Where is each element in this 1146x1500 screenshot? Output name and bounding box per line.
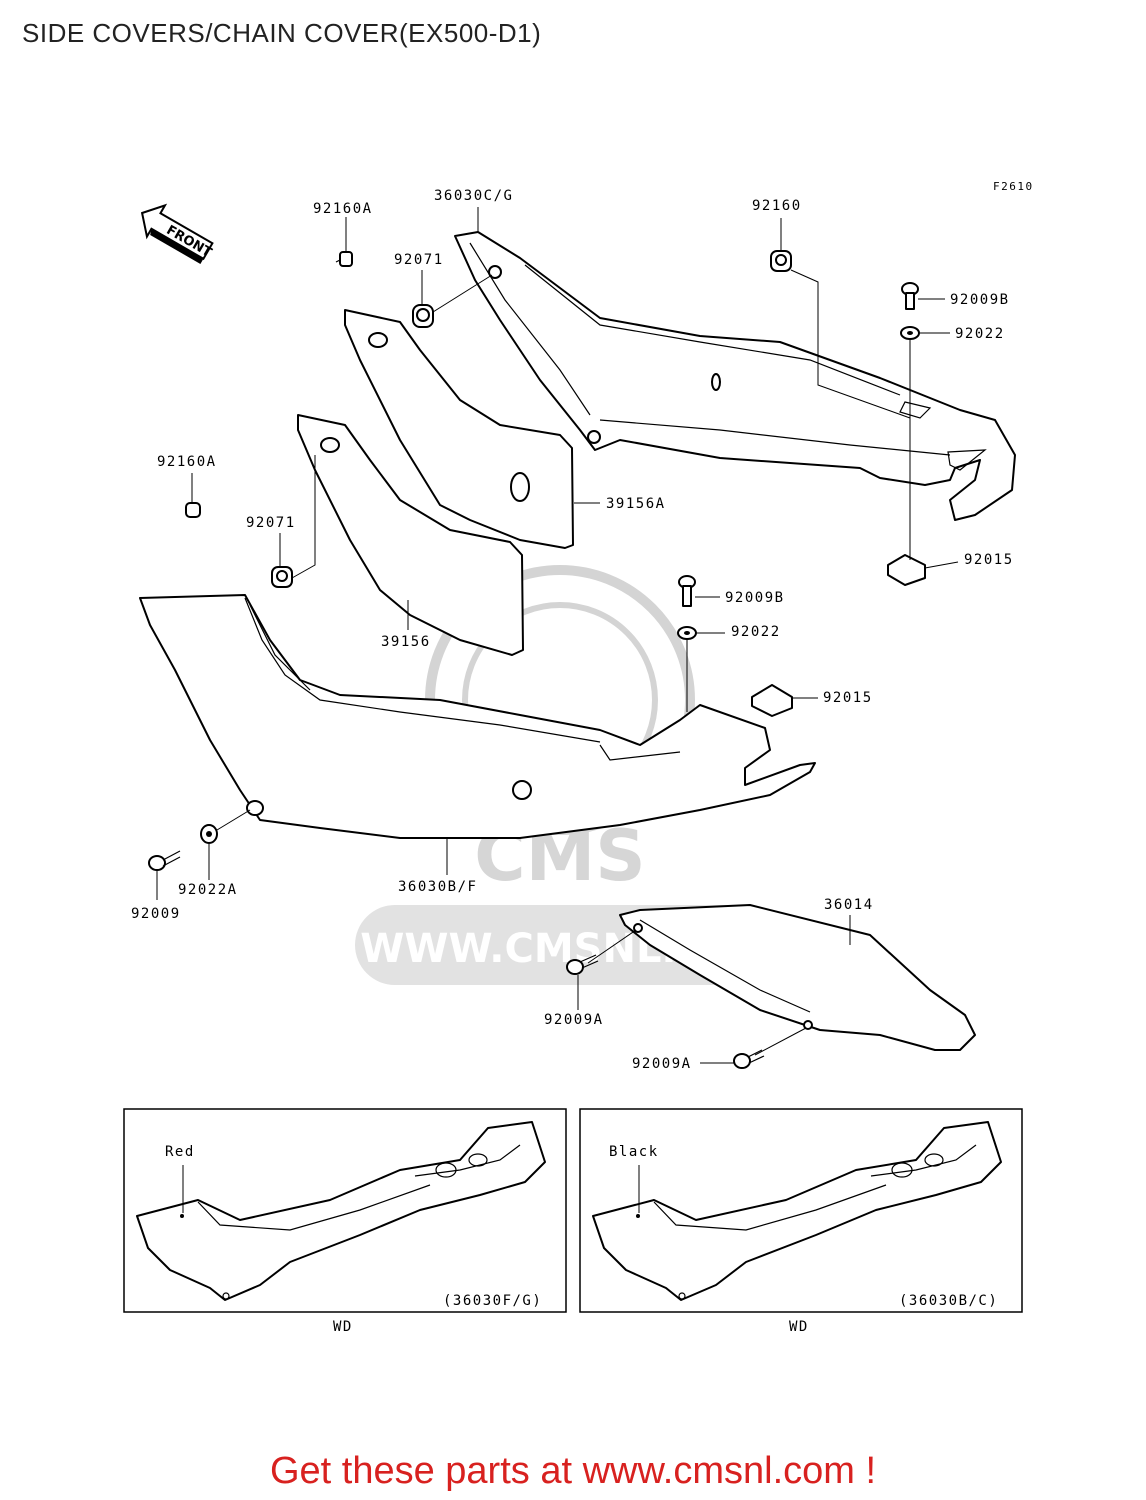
label-92009A-1: 92009A	[544, 1012, 604, 1028]
label-92022-top: 92022	[955, 326, 1005, 342]
front-arrow-icon: FRONT	[140, 203, 214, 264]
label-92009A-2: 92009A	[632, 1056, 692, 1072]
inset-right-code: (36030B/C)	[899, 1293, 998, 1309]
side-cover-lower	[139, 594, 816, 839]
washer-icon	[677, 626, 697, 640]
bolt-icon	[678, 575, 696, 607]
washer-icon	[200, 824, 218, 844]
label-92160A-top: 92160A	[313, 201, 373, 217]
label-92022-mid: 92022	[731, 624, 781, 640]
clip-nut-icon	[751, 684, 793, 717]
bolt-icon	[733, 1049, 765, 1069]
label-92071-left: 92071	[246, 515, 296, 531]
label-92015-mid: 92015	[823, 690, 873, 706]
label-92009B-mid: 92009B	[725, 590, 785, 606]
bolt-icon	[148, 850, 181, 871]
side-panel-39156A	[344, 309, 574, 549]
side-panel-39156	[297, 414, 524, 656]
label-92160A-left: 92160A	[157, 454, 217, 470]
label-39156A: 39156A	[606, 496, 666, 512]
inset-left: Red (36030F/G) WD	[123, 1108, 567, 1335]
label-36030CG: 36030C/G	[434, 188, 513, 204]
label-39156: 39156	[381, 634, 431, 650]
inset-right: Black (36030B/C) WD	[579, 1108, 1023, 1335]
washer-icon	[900, 326, 920, 340]
label-92160: 92160	[752, 198, 802, 214]
footer-link[interactable]: Get these parts at www.cmsnl.com !	[269, 1450, 877, 1492]
label-36030BF: 36030B/F	[398, 879, 477, 895]
chain-cover	[619, 904, 976, 1051]
grommet-icon	[770, 250, 792, 272]
inset-right-color: Black	[609, 1144, 659, 1160]
grommet-icon	[185, 502, 201, 518]
label-92071-top: 92071	[394, 252, 444, 268]
grommet-icon	[335, 251, 353, 267]
page-title: SIDE COVERS/CHAIN COVER(EX500-D1)	[22, 18, 542, 48]
hardware	[148, 250, 926, 1069]
label-92009B-top: 92009B	[950, 292, 1010, 308]
inset-left-caption: WD	[333, 1319, 353, 1335]
clip-nut-icon	[887, 554, 926, 586]
inset-right-caption: WD	[789, 1319, 809, 1335]
part-labels: 92160A 36030C/G 92160 92071 92009B 92022…	[131, 188, 1014, 1072]
inset-left-color: Red	[165, 1144, 195, 1160]
inset-left-code: (36030F/G)	[443, 1293, 542, 1309]
grommet-icon	[271, 566, 293, 588]
figure-code: F2610	[993, 180, 1034, 193]
tail-cover-upper	[454, 231, 1016, 521]
leader-lines	[156, 207, 959, 1064]
label-92022A: 92022A	[178, 882, 238, 898]
grommet-icon	[412, 304, 434, 328]
label-36014: 36014	[824, 897, 874, 913]
label-92015-top: 92015	[964, 552, 1014, 568]
bolt-icon	[566, 954, 599, 975]
label-92009: 92009	[131, 906, 181, 922]
bolt-icon	[901, 282, 919, 310]
